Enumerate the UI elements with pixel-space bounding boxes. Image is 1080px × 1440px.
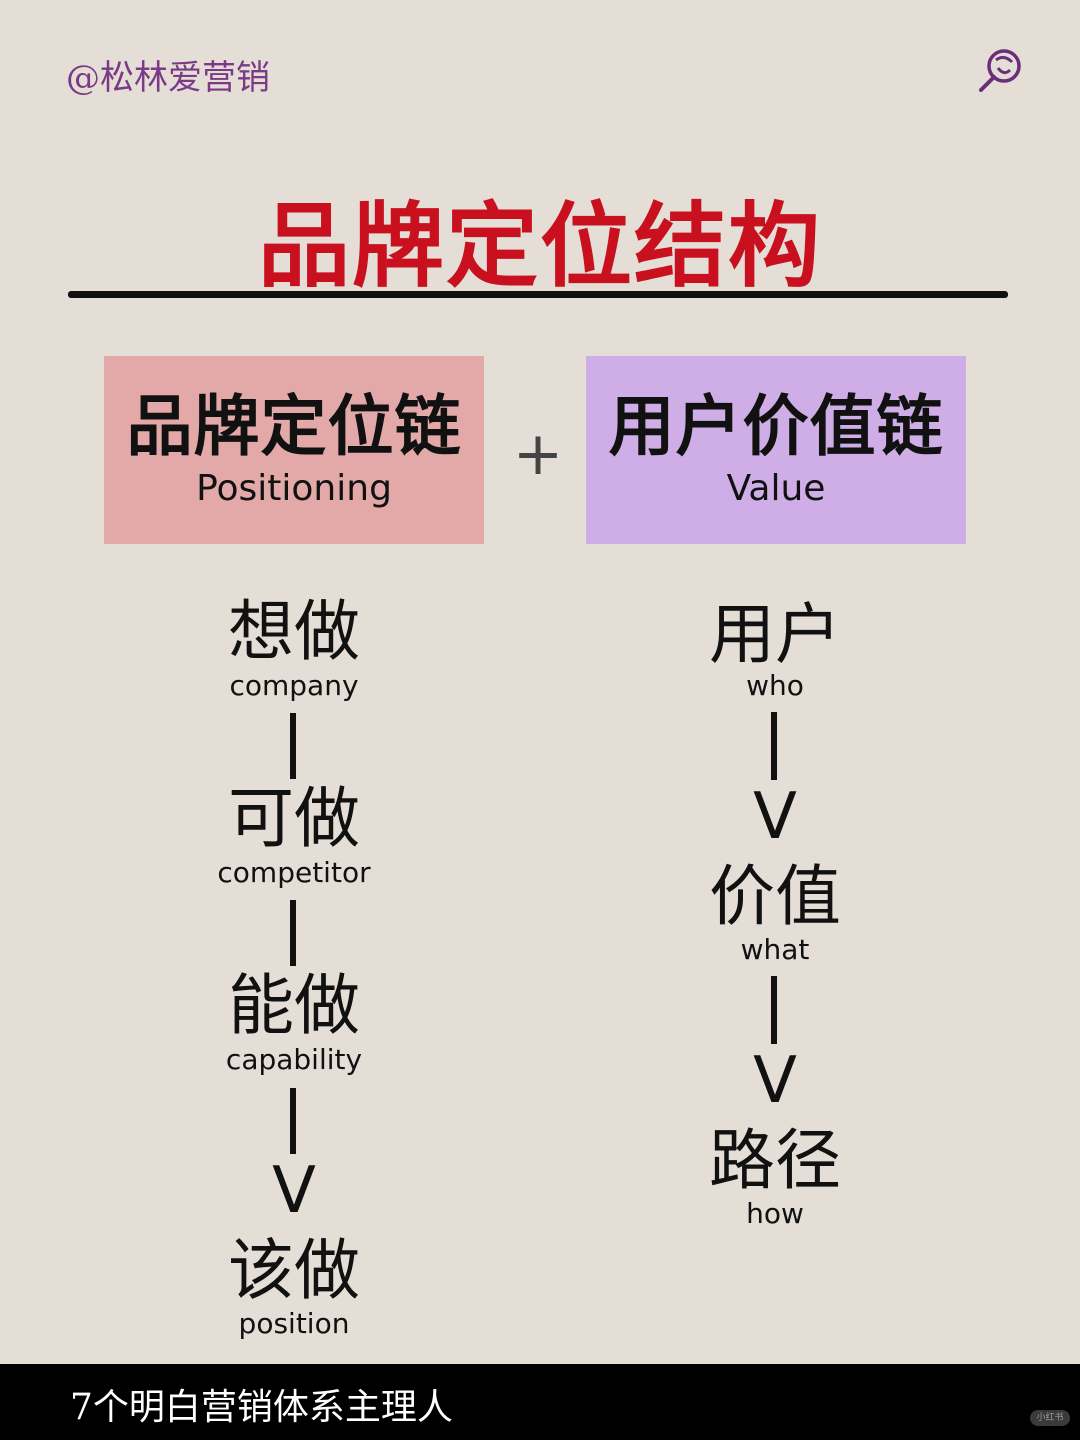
chain-step-zh: 想做 (228, 593, 360, 670)
connector-line (290, 900, 296, 966)
chain-step-en: who (746, 669, 804, 702)
chain-step-en: how (746, 1197, 804, 1230)
positioning-chain-title: 品牌定位链 (126, 388, 462, 465)
connector-line (290, 713, 296, 779)
chain-step-zh: 该做 (228, 1232, 360, 1309)
connector-line (771, 712, 777, 780)
connector-line (290, 1088, 296, 1154)
chain-step-en: company (229, 669, 359, 702)
connector-line (771, 976, 777, 1044)
chain-step-en: what (740, 933, 810, 966)
value-chain-subtitle: Value (726, 468, 826, 509)
value-chain-box: 用户价值链 Value (586, 356, 966, 544)
arrow-head: V (753, 1044, 797, 1118)
footer-bar: 7个明白营销体系主理人 小红书 (0, 1364, 1080, 1440)
chain-step-en: position (238, 1307, 350, 1340)
positioning-chain-box: 品牌定位链 Positioning (104, 356, 484, 544)
page-title: 品牌定位结构 (257, 193, 822, 300)
positioning-chain-subtitle: Positioning (196, 468, 392, 509)
value-chain-title: 用户价值链 (608, 388, 944, 465)
plus-sign: + (512, 419, 564, 489)
footer-text: 7个明白营销体系主理人 (70, 1387, 453, 1428)
arrow-head: V (272, 1154, 316, 1228)
chain-step-zh: 可做 (228, 780, 360, 857)
title-divider (68, 291, 1008, 298)
chain-step-zh: 能做 (228, 967, 360, 1044)
lollipop-icon (979, 49, 1021, 92)
account-handle: @松林爱营销 (66, 58, 270, 98)
chain-step-zh: 用户 (709, 596, 841, 673)
chain-step-en: capability (225, 1043, 363, 1076)
chain-step-zh: 路径 (709, 1122, 841, 1199)
arrow-head: V (753, 780, 797, 854)
chain-step-en: competitor (217, 856, 371, 889)
chain-step-zh: 价值 (709, 858, 841, 935)
platform-watermark: 小红书 (1030, 1410, 1070, 1426)
